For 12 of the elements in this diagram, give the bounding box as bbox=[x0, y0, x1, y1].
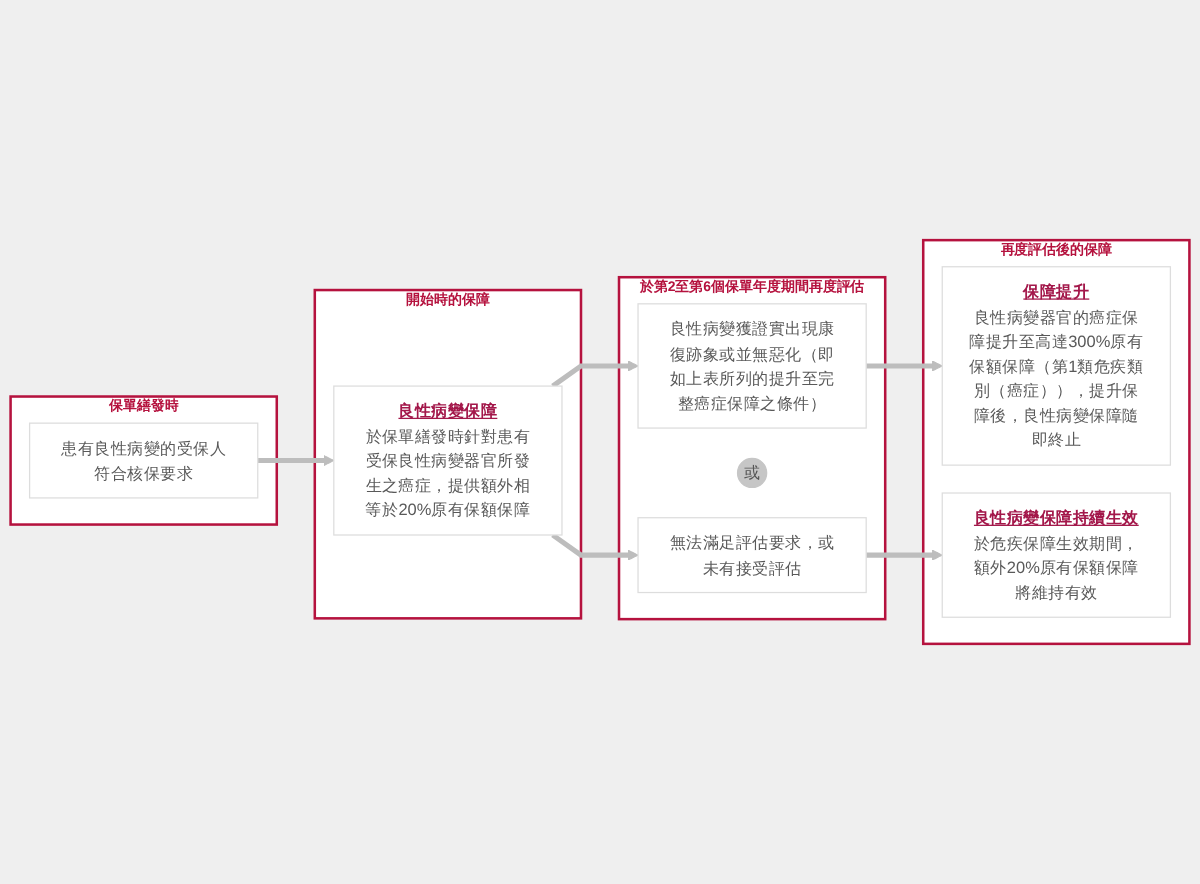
arrow bbox=[257, 454, 335, 467]
node-circle: 或 bbox=[736, 457, 768, 489]
arrow bbox=[551, 360, 639, 389]
node-box: 保障提升 良性病變器官的癌症保障提升至高達300%原有保額保障（第1類危疾類別（癌症）），提升保障後，良性病變保障隨即終止 bbox=[941, 266, 1172, 466]
node-box: 良性病變保障持續生效 於危疾保障生效期間，額外20%原有保額保障將維持有效 bbox=[941, 492, 1172, 618]
node-box: 患有良性病變的受保人符合核保要求 bbox=[28, 422, 259, 499]
node-box: 良性病變獲證實出現康復跡象或並無惡化（即如上表所列的提升至完整癌症保障之條件） bbox=[637, 303, 867, 429]
node-box: 無法滿足評估要求，或未有接受評估 bbox=[637, 517, 867, 594]
arrow bbox=[551, 532, 639, 561]
arrow bbox=[866, 549, 943, 561]
arrow bbox=[866, 360, 943, 372]
node-box: 良性病變保障 於保單繕發時針對患有受保良性病變器官所發生之癌症，提供額外相等於20%原有保額保障 bbox=[333, 385, 563, 536]
